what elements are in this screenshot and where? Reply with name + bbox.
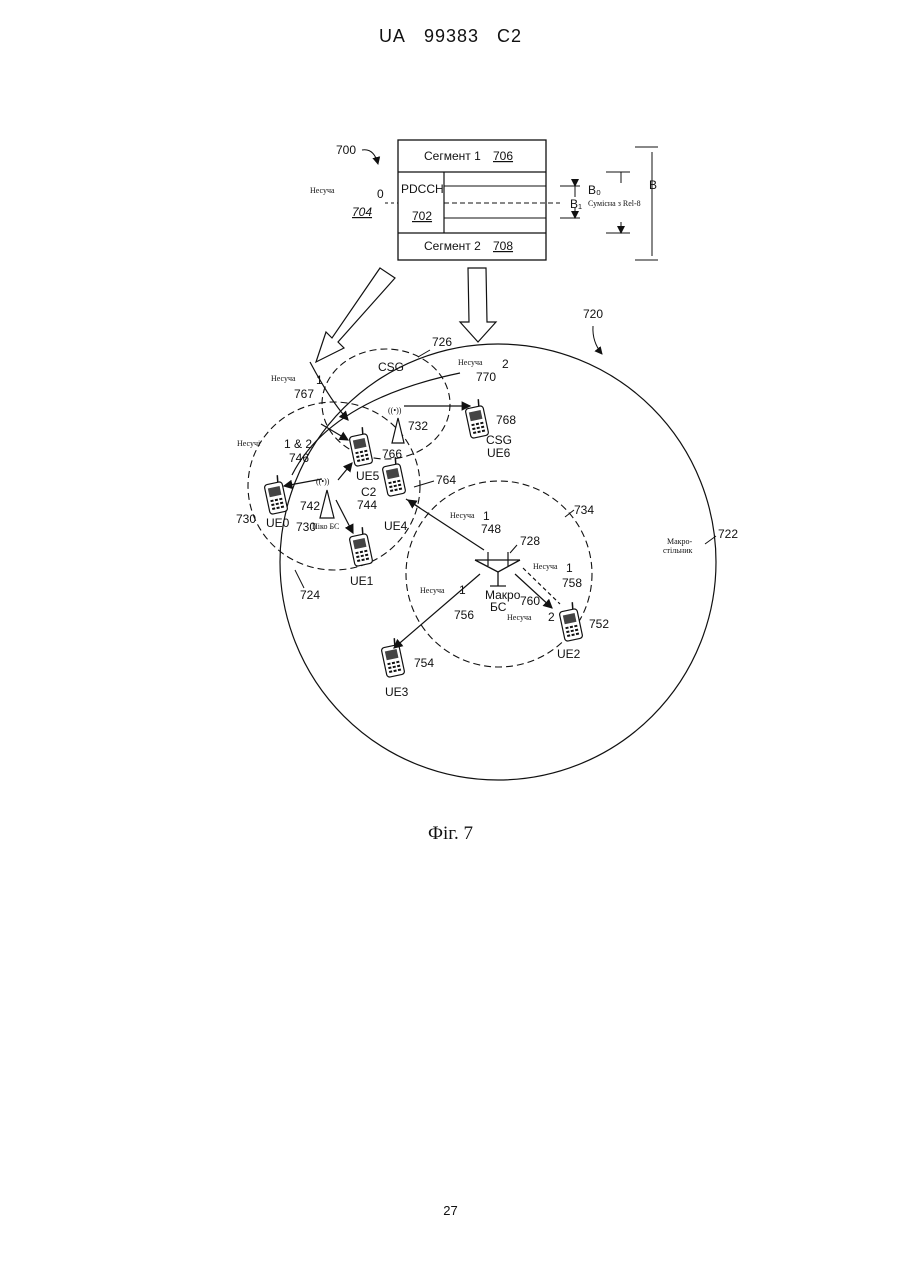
ref-700: 700 — [336, 143, 356, 157]
b0-label: B₀ — [588, 183, 601, 197]
ref-744: 744 — [357, 498, 377, 512]
macro-bs-label-2: БС — [490, 600, 507, 614]
ue2-phone-icon — [559, 602, 583, 641]
carrier-756-label: Несуча — [420, 586, 445, 595]
carrier-csg-label: Несуча — [458, 358, 483, 367]
ref-732: 732 — [408, 419, 428, 433]
ref-730-pico: 730 — [296, 520, 316, 534]
carrier-csg-num: 2 — [502, 357, 509, 371]
one-and-two-label: 1 & 2 — [284, 437, 312, 451]
ue2-label: UE2 — [557, 647, 581, 661]
ue3-label: UE3 — [385, 685, 409, 699]
ref-702: 702 — [412, 209, 432, 223]
ref-704: 704 — [352, 205, 372, 219]
macro-cell-label-2: стільник — [663, 546, 692, 555]
b1-label: B₁ — [570, 197, 582, 211]
ue4-label: UE4 — [384, 519, 408, 533]
ref-768: 768 — [496, 413, 516, 427]
carrier-top-num: 1 — [316, 373, 323, 387]
ref-754: 754 — [414, 656, 434, 670]
carrier-top-label: Несуча — [271, 374, 296, 383]
rel8-compat-label: Сумісна з Rel-8 — [588, 199, 641, 208]
ref-708: 708 — [493, 239, 513, 253]
ue0-label: UE0 — [266, 516, 290, 530]
carrier-748-label: Несуча — [450, 511, 475, 520]
figure-caption: Фіг. 7 — [0, 823, 901, 845]
pdcch-label: PDCCH — [401, 182, 444, 196]
ref-726: 726 — [432, 335, 452, 349]
carrier-748-num: 1 — [483, 509, 490, 523]
zero-label: 0 — [377, 187, 384, 201]
ref-758: 758 — [562, 576, 582, 590]
pico-bs-label: Піко БС — [312, 522, 339, 531]
ue6-label: UE6 — [487, 446, 511, 460]
ref-706: 706 — [493, 149, 513, 163]
ref-730-ue0: 730 — [236, 512, 256, 526]
b-label: B — [649, 178, 657, 192]
carrier-756-num: 1 — [459, 583, 466, 597]
carrier-760-label: Несуча — [507, 613, 532, 622]
ue6-csg-label: CSG — [486, 433, 512, 447]
ref-767: 767 — [294, 387, 314, 401]
ue1-label: UE1 — [350, 574, 374, 588]
csg-base-station: ((•)) 732 — [388, 406, 428, 443]
page-number: 27 — [0, 1203, 901, 1218]
ref-748: 748 — [481, 522, 501, 536]
macro-cell-label-1: Макро- — [667, 537, 693, 546]
ue4-phone-icon — [382, 457, 406, 496]
ue5-phone-icon — [349, 427, 373, 466]
csg-antenna-waves-icon: ((•)) — [388, 406, 402, 415]
carrier-label-left: Несуча — [310, 186, 335, 195]
ref-746: 746 — [289, 451, 309, 465]
carrier-760-num: 2 — [548, 610, 555, 624]
csg-label: CSG — [378, 360, 404, 374]
ref-742: 742 — [300, 499, 320, 513]
frame-structure: Сегмент 1 706 Сегмент 2 708 PDCCH 702 0 … — [310, 140, 658, 362]
ref-722: 722 — [718, 527, 738, 541]
pico-antenna-waves-icon: ((•)) — [316, 477, 330, 486]
ref-724: 724 — [300, 588, 320, 602]
ref-720: 720 — [583, 307, 603, 321]
ue3-phone-icon — [381, 638, 405, 677]
macro-cell-722 — [280, 344, 716, 780]
segment1-label: Сегмент 1 — [424, 149, 481, 163]
ref-770: 770 — [476, 370, 496, 384]
ref-764: 764 — [436, 473, 456, 487]
ref-756: 756 — [454, 608, 474, 622]
segment2-label: Сегмент 2 — [424, 239, 481, 253]
ref-728: 728 — [520, 534, 540, 548]
ref-734: 734 — [574, 503, 594, 517]
carrier-758-num: 1 — [566, 561, 573, 575]
carriers-label: Несучі — [237, 439, 261, 448]
macro-bs-coverage-734 — [406, 481, 592, 667]
ref-752: 752 — [589, 617, 609, 631]
carrier-758-label: Несуча — [533, 562, 558, 571]
ue0-phone-icon — [264, 475, 288, 514]
ref-766: 766 — [382, 447, 402, 461]
ref-760: 760 — [520, 594, 540, 608]
c2-label: C2 — [361, 485, 377, 499]
ue5-label: UE5 — [356, 469, 380, 483]
